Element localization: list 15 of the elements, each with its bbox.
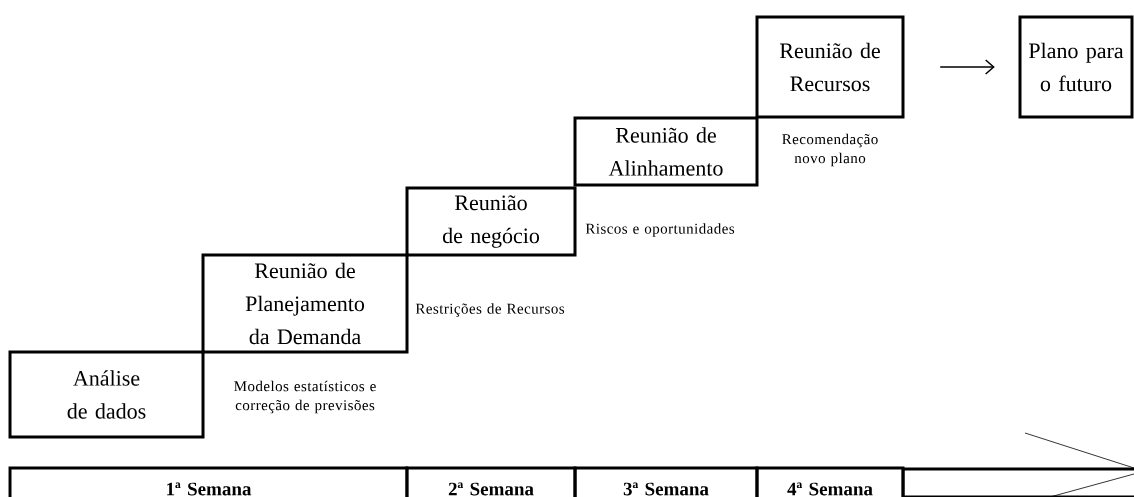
step-box: Reunião de negócio bbox=[405, 186, 577, 257]
step-box: Reunião de Planejamento da Demanda bbox=[201, 253, 409, 354]
step-note: Riscos e oportunidades bbox=[585, 223, 735, 237]
step-note: Restrições de Recursos bbox=[415, 303, 565, 317]
step-box: Análise de dados bbox=[8, 350, 205, 439]
week-cell: 1ª Semana bbox=[8, 466, 409, 497]
week-cell: 4ª Semana bbox=[755, 466, 905, 497]
step-box: Reunião de Recursos bbox=[755, 15, 905, 119]
step-note: Recomendação novo plano bbox=[782, 133, 878, 167]
step-box: Reunião de Alinhamento bbox=[573, 116, 759, 187]
step-note: Modelos estatísticos e correção de previsões bbox=[234, 380, 376, 414]
week-cell: 3ª Semana bbox=[573, 466, 759, 497]
step-box: Plano para o futuro bbox=[1018, 15, 1134, 119]
arrow bbox=[939, 59, 995, 75]
week-cell: 2ª Semana bbox=[405, 466, 577, 497]
